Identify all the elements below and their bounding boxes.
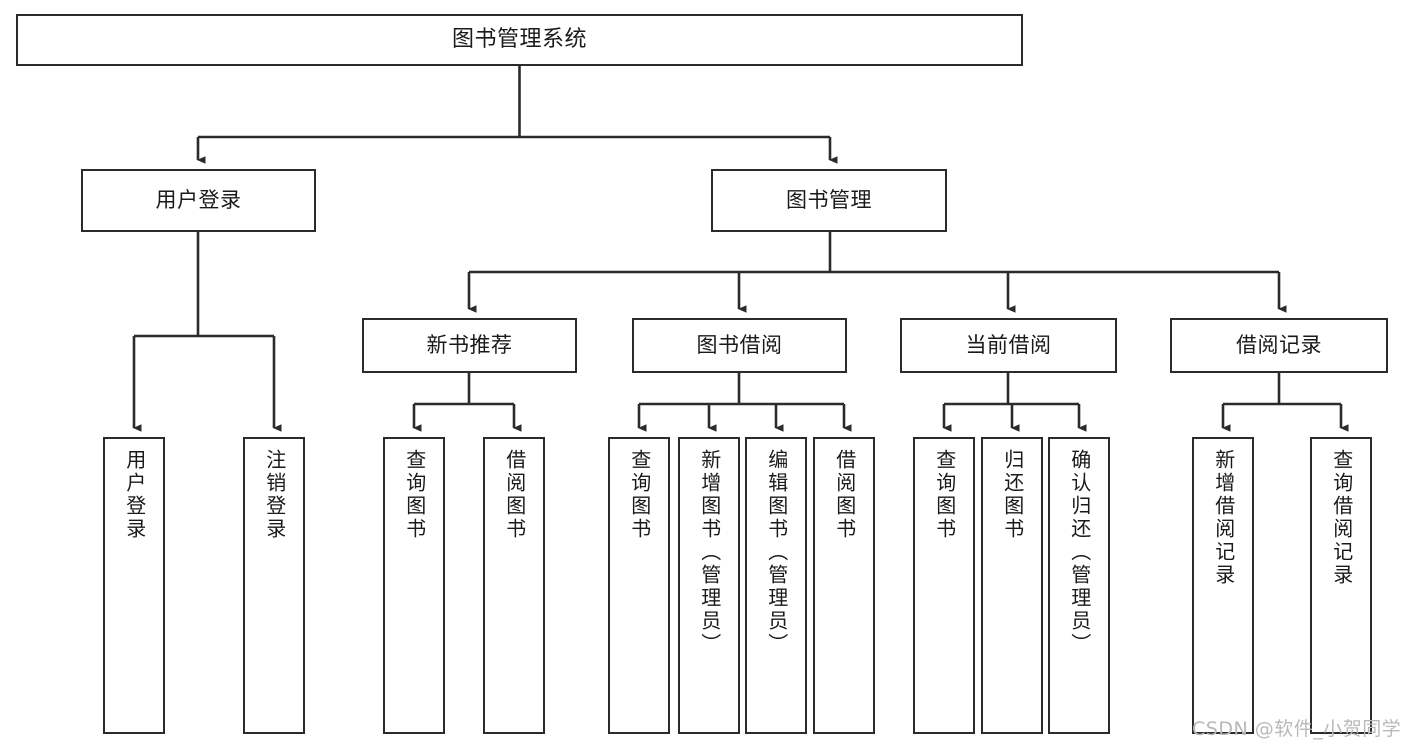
node-leaf-confirm-return-admin[interactable]: 确认归还（管理员） bbox=[1048, 437, 1110, 734]
node-label: 新增图书（管理员） bbox=[697, 449, 722, 656]
node-label: 借阅图书 bbox=[832, 449, 857, 541]
node-leaf-borrow-book[interactable]: 借阅图书 bbox=[813, 437, 875, 734]
node-leaf-query-borrow-record[interactable]: 查询借阅记录 bbox=[1310, 437, 1372, 734]
node-new-book-recommend[interactable]: 新书推荐 bbox=[362, 318, 577, 373]
watermark: CSDN @软件_小贺同学 bbox=[1192, 718, 1402, 740]
node-leaf-add-book-admin[interactable]: 新增图书（管理员） bbox=[678, 437, 740, 734]
node-leaf-edit-book-admin[interactable]: 编辑图书（管理员） bbox=[745, 437, 807, 734]
node-label: 当前借阅 bbox=[965, 333, 1052, 358]
node-leaf-borrow-book-recommend[interactable]: 借阅图书 bbox=[483, 437, 545, 734]
node-label: 图书管理 bbox=[786, 188, 872, 213]
node-borrow-record[interactable]: 借阅记录 bbox=[1170, 318, 1388, 373]
node-leaf-query-book-current[interactable]: 查询图书 bbox=[913, 437, 975, 734]
node-leaf-query-book[interactable]: 查询图书 bbox=[608, 437, 670, 734]
node-book-management[interactable]: 图书管理 bbox=[711, 169, 947, 232]
node-label: 注销登录 bbox=[262, 449, 287, 541]
node-label: 借阅记录 bbox=[1236, 333, 1322, 358]
node-label: 图书借阅 bbox=[696, 333, 783, 358]
node-label: 查询图书 bbox=[932, 449, 957, 541]
node-current-borrow[interactable]: 当前借阅 bbox=[900, 318, 1117, 373]
node-label: 新增借阅记录 bbox=[1211, 449, 1236, 587]
node-leaf-add-borrow-record[interactable]: 新增借阅记录 bbox=[1192, 437, 1254, 734]
node-leaf-logout[interactable]: 注销登录 bbox=[243, 437, 305, 734]
node-label: 归还图书 bbox=[1000, 449, 1025, 541]
node-leaf-return-book[interactable]: 归还图书 bbox=[981, 437, 1043, 734]
node-label: 编辑图书（管理员） bbox=[764, 449, 789, 656]
node-root-book-management-system[interactable]: 图书管理系统 bbox=[16, 14, 1023, 66]
node-leaf-query-book-recommend[interactable]: 查询图书 bbox=[383, 437, 445, 734]
node-label: 查询借阅记录 bbox=[1329, 449, 1354, 587]
node-book-borrow[interactable]: 图书借阅 bbox=[632, 318, 847, 373]
node-label: 确认归还（管理员） bbox=[1067, 449, 1092, 656]
node-label: 图书管理系统 bbox=[451, 27, 587, 53]
node-label: 新书推荐 bbox=[426, 333, 513, 358]
node-label: 借阅图书 bbox=[502, 449, 527, 541]
node-label: 用户登录 bbox=[155, 188, 242, 213]
node-label: 查询图书 bbox=[627, 449, 652, 541]
node-leaf-user-login[interactable]: 用户登录 bbox=[103, 437, 165, 734]
node-user-login[interactable]: 用户登录 bbox=[81, 169, 316, 232]
node-label: 查询图书 bbox=[402, 449, 427, 541]
node-label: 用户登录 bbox=[122, 449, 147, 541]
